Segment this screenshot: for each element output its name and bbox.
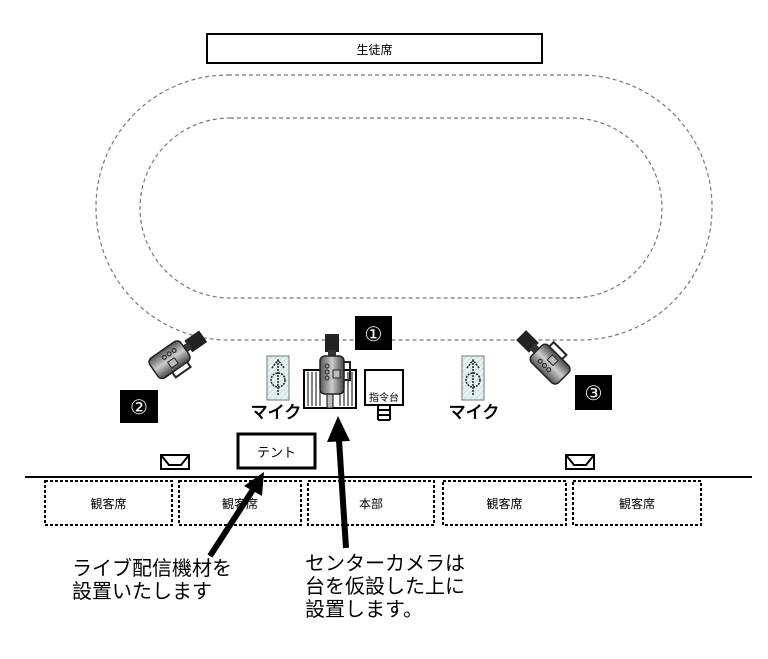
tent-label: テント bbox=[257, 446, 296, 461]
svg-text:ライブ配信機材を: ライブ配信機材を bbox=[72, 556, 232, 580]
svg-text:③: ③ bbox=[585, 381, 603, 405]
note-live-equipment: ライブ配信機材を 設置いたします bbox=[72, 556, 232, 603]
note-center-camera: センターカメラは 台を仮設した上に 設置します。 bbox=[305, 551, 465, 621]
arrow-to-center-camera bbox=[327, 416, 350, 549]
seat-label: 観客席 bbox=[619, 496, 655, 511]
student-seats-label: 生徒席 bbox=[356, 42, 392, 57]
tent: テント bbox=[236, 432, 317, 470]
svg-text:設置します。: 設置します。 bbox=[305, 597, 423, 621]
mic-icon bbox=[266, 355, 290, 401]
camera-2-label: ② bbox=[120, 390, 158, 423]
camera-3-icon bbox=[511, 321, 578, 388]
seat-label: 観客席 bbox=[486, 496, 522, 511]
seat-area: 観客席 bbox=[178, 480, 302, 526]
seat-area: 観客席 bbox=[572, 480, 702, 526]
seat-area: 観客席 bbox=[44, 480, 173, 526]
mic-label: マイク bbox=[449, 403, 500, 423]
seat-label: 観客席 bbox=[90, 496, 126, 511]
speaker-icon bbox=[160, 454, 190, 470]
podium: 指令台 bbox=[364, 369, 404, 421]
svg-text:①: ① bbox=[365, 322, 383, 346]
seat-area: 観客席 bbox=[442, 480, 567, 526]
arrow-to-tent bbox=[207, 472, 264, 558]
svg-text:台を仮設した上に: 台を仮設した上に bbox=[305, 574, 465, 598]
svg-text:センターカメラは: センターカメラは bbox=[305, 551, 465, 575]
headquarters-area: 本部 bbox=[307, 480, 435, 526]
track-outer bbox=[95, 74, 713, 341]
svg-text:設置いたします: 設置いたします bbox=[72, 579, 212, 603]
student-seats: 生徒席 bbox=[206, 33, 543, 64]
podium-label: 指令台 bbox=[369, 391, 399, 404]
mic-icon bbox=[461, 355, 485, 401]
speaker-icon bbox=[565, 454, 595, 470]
camera-2-icon bbox=[146, 325, 215, 387]
svg-text:②: ② bbox=[130, 395, 148, 419]
camera-1-label: ① bbox=[355, 316, 392, 350]
track-inner bbox=[139, 117, 663, 299]
headquarters-label: 本部 bbox=[359, 496, 383, 511]
mic-label: マイク bbox=[251, 403, 302, 423]
camera-3-label: ③ bbox=[575, 375, 612, 410]
